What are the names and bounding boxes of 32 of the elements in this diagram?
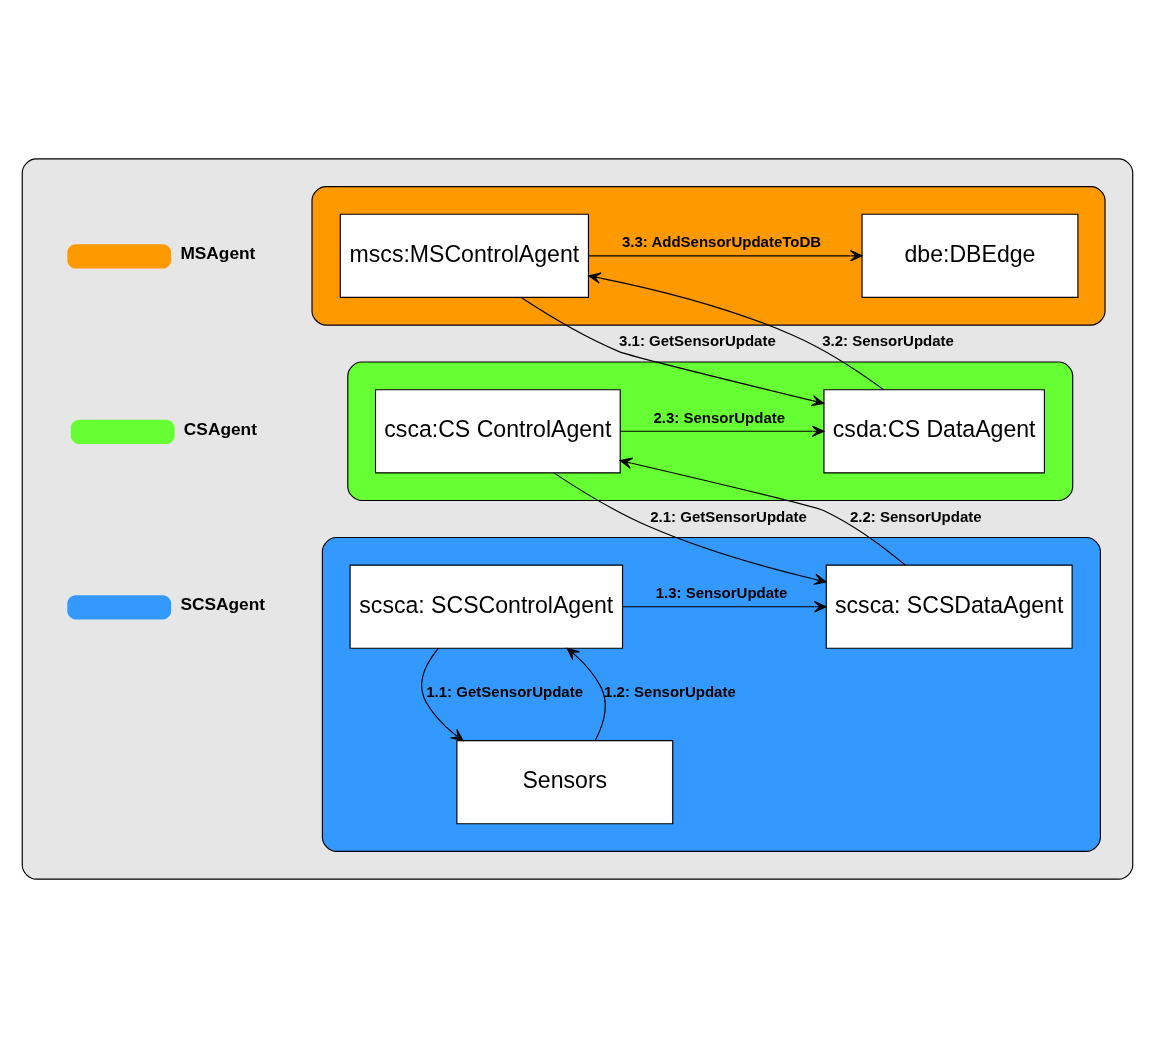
- arrow: [553, 471, 827, 585]
- edge-label: 2.3: SensorUpdate: [653, 408, 786, 425]
- legend-label: MSAgent: [180, 242, 256, 263]
- edge-label: 3.2: SensorUpdate: [822, 331, 954, 349]
- node-box: scsca: SCSControlAgent: [349, 564, 624, 649]
- arrow: [619, 425, 825, 437]
- arrow: [588, 249, 863, 262]
- edge-label: 1.3: SensorUpdate: [655, 583, 788, 601]
- cluster: [311, 185, 1106, 326]
- edge-label: 2.2: SensorUpdate: [849, 507, 982, 525]
- arrow: [566, 647, 606, 741]
- cluster: [21, 157, 1134, 880]
- legend-label: SCSAgent: [180, 593, 265, 614]
- edge-label: 3.3: AddSensorUpdateToDB: [621, 232, 822, 250]
- arrow: [588, 271, 885, 390]
- edge-label: 2.1: GetSensorUpdate: [650, 507, 807, 525]
- node-box: dbe:DBEdge: [861, 213, 1079, 298]
- node-box: csca:CS ControlAgent: [374, 388, 621, 473]
- edge-label: 3.1: GetSensorUpdate: [619, 331, 776, 349]
- legend-label: CSAgent: [183, 418, 257, 439]
- cluster: [347, 360, 1074, 501]
- arrow: [619, 457, 906, 566]
- edge-label: 1.1: GetSensorUpdate: [426, 682, 583, 700]
- arrow: [421, 647, 464, 741]
- arrow: [622, 600, 827, 612]
- node-box: scsca: SCSDataAgent: [825, 564, 1073, 649]
- node-box: Sensors: [456, 739, 674, 824]
- node-box: mscs:MSControlAgent: [339, 213, 590, 298]
- cluster: [321, 536, 1101, 852]
- arrow: [520, 296, 825, 406]
- edge-label: 1.2: SensorUpdate: [604, 682, 736, 700]
- node-box: csda:CS DataAgent: [823, 388, 1045, 473]
